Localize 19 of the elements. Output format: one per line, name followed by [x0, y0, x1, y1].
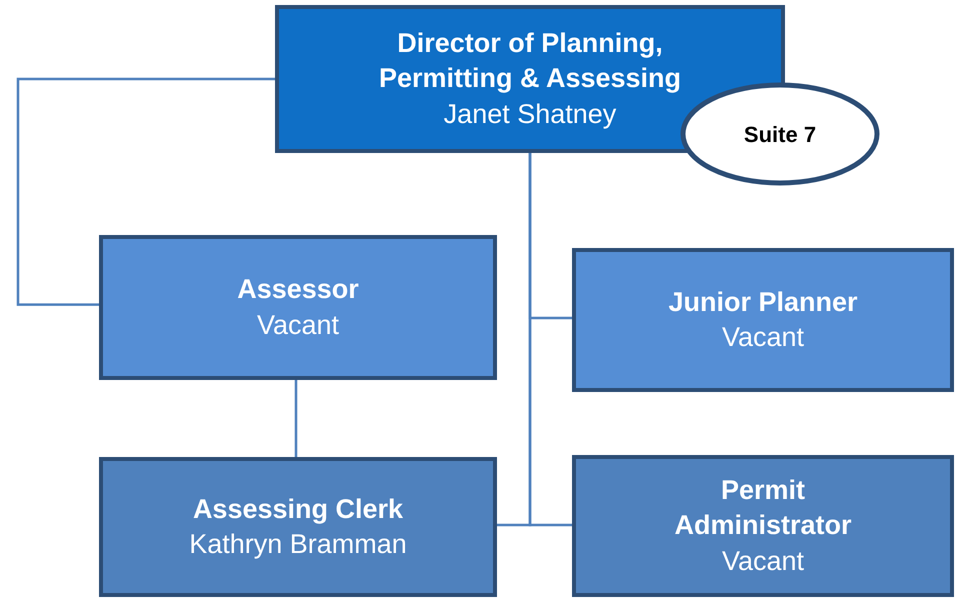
position-title: Suite 7 — [744, 120, 816, 148]
position-title: Junior Planner — [668, 286, 858, 319]
person-name: Vacant — [256, 308, 340, 342]
connector-line — [294, 380, 298, 457]
position-box — [99, 235, 497, 380]
position-title: Director of Planning, Permitting & Assessing — [378, 27, 682, 96]
position-box — [572, 248, 954, 392]
connector-line — [16, 78, 275, 306]
person-name: Kathryn Bramman — [189, 528, 407, 561]
position-title: Assessing Clerk — [192, 492, 404, 526]
position-box — [99, 457, 497, 597]
person-name: Janet Shatney — [444, 98, 616, 131]
position-title: Permit Administrator — [673, 474, 853, 542]
position-box — [572, 455, 954, 597]
person-name: Vacant — [722, 544, 804, 578]
location-ellipse — [680, 82, 880, 186]
position-title: Assessor — [237, 273, 359, 306]
person-name: Vacant — [722, 321, 804, 354]
connector-line — [497, 153, 532, 526]
